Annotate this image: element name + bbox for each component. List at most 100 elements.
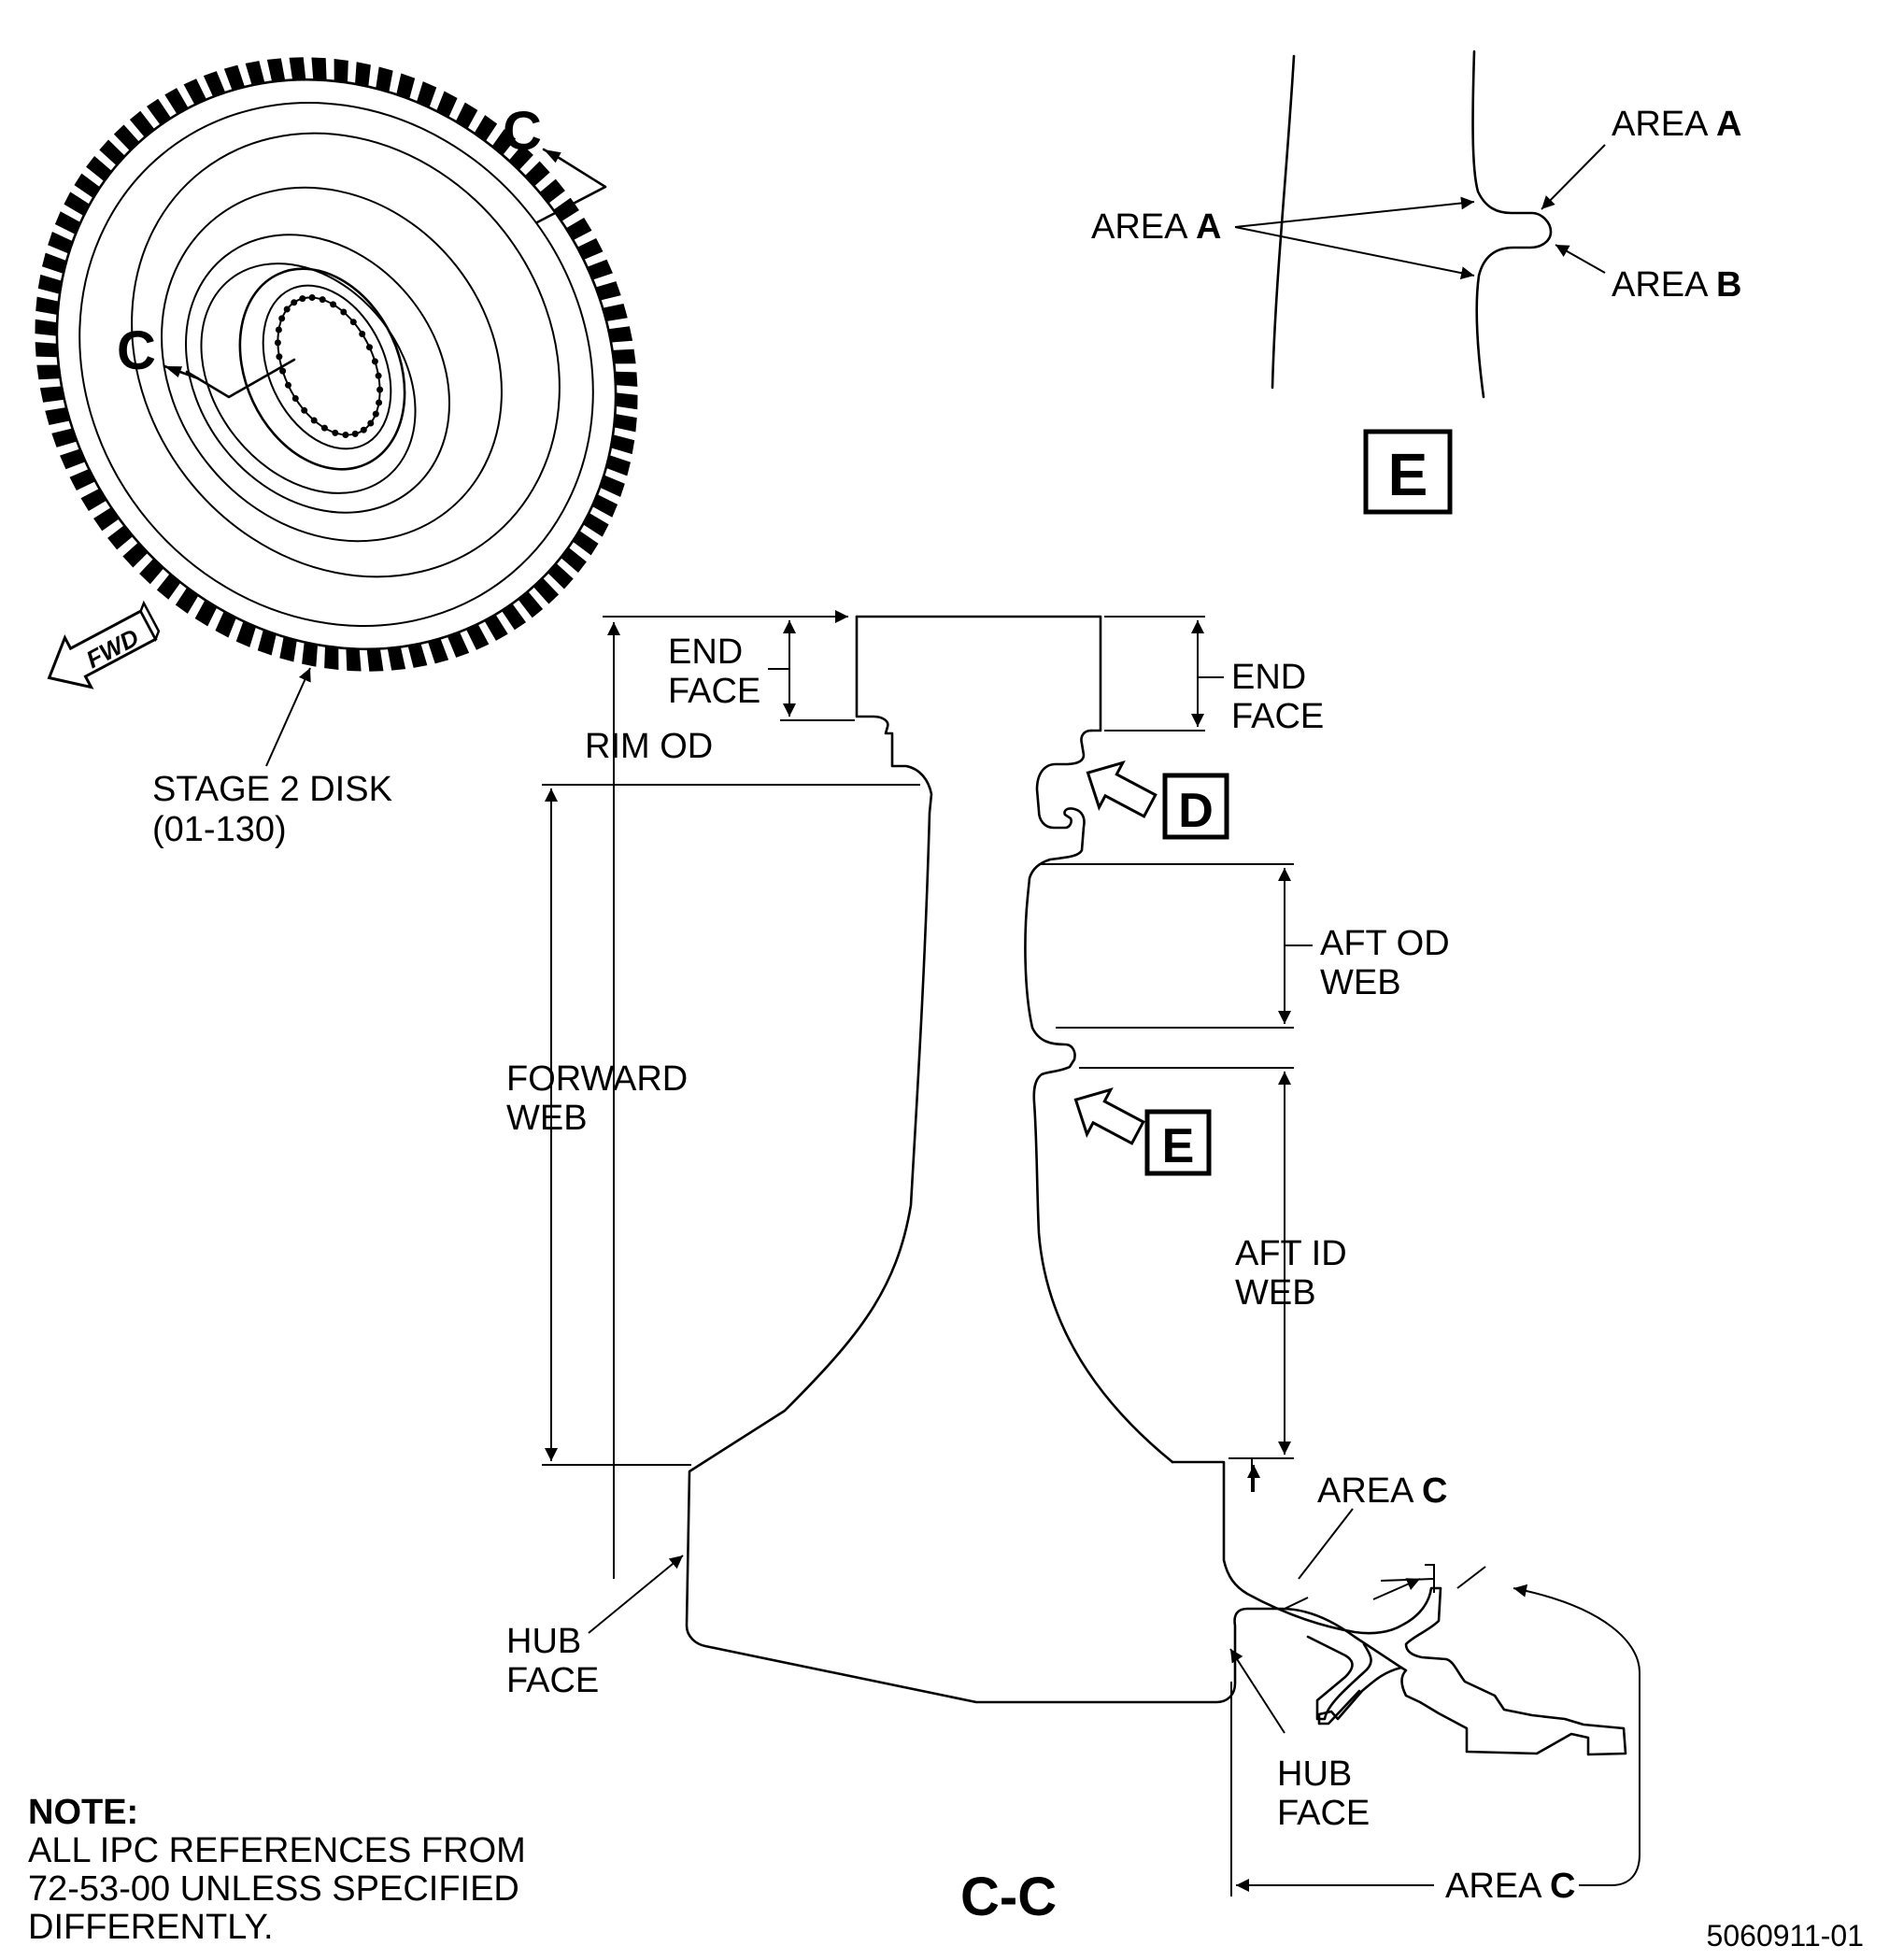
- spline-tooth: [351, 430, 359, 437]
- spline-tooth: [342, 432, 349, 438]
- note-line-3: DIFFERENTLY.: [28, 1908, 274, 1947]
- detail-e: AREA A AREA A AREA B E: [1091, 50, 1741, 515]
- note-block: NOTE: ALL IPC REFERENCES FROM 72-53-00 U…: [28, 1794, 526, 1947]
- spline-tooth: [349, 319, 357, 326]
- area-c-lower-label: AREA C: [1445, 1867, 1575, 1906]
- disk-tooth: [614, 392, 638, 410]
- disk-tooth: [346, 647, 362, 672]
- spline-tooth: [301, 406, 308, 414]
- disk-tooth: [245, 61, 265, 87]
- part-callout: STAGE 2 DISK (01-130): [152, 667, 392, 849]
- disk-tooth: [604, 454, 631, 476]
- view-arrow-d: [1086, 760, 1158, 818]
- view-d-label: D: [1178, 784, 1214, 838]
- hub-face-fwd-line1: HUB: [506, 1622, 581, 1661]
- hub-face-aft-line2: FACE: [1277, 1794, 1370, 1833]
- spline-tooth: [375, 372, 382, 379]
- disk-tooth: [387, 646, 406, 671]
- disk-tooth: [524, 161, 550, 188]
- disk-tooth: [36, 364, 62, 380]
- detail-e-area-a-top: AREA A: [1612, 105, 1741, 144]
- part-label-line2: (01-130): [152, 810, 287, 849]
- disk-tooth: [613, 413, 637, 433]
- end-face-fwd-line1: END: [668, 632, 743, 672]
- disk-tooth: [609, 433, 635, 455]
- note-line-1: ALL IPC REFERENCES FROM: [28, 1831, 526, 1870]
- section-cut-c-top-label: C: [503, 101, 542, 162]
- spline-tooth: [291, 299, 298, 306]
- stage-2-disk-isometric: [35, 57, 638, 672]
- disk-tooth: [266, 58, 286, 83]
- disk-tooth: [334, 58, 348, 84]
- forward-web-line2: WEB: [506, 1099, 588, 1138]
- view-e-label: E: [1162, 1119, 1195, 1173]
- disk-tooth: [122, 541, 149, 568]
- end-face-fwd-line2: FACE: [668, 672, 760, 711]
- spline-tooth: [276, 353, 283, 361]
- spline-tooth: [340, 308, 348, 316]
- spline-tooth: [279, 367, 287, 375]
- disk-tooth: [42, 252, 68, 275]
- section-cut-c-upper: C: [503, 101, 607, 224]
- area-c-upper-label: AREA C: [1317, 1471, 1447, 1511]
- disk-tooth: [407, 642, 428, 668]
- disk-tooth: [354, 62, 371, 88]
- disk-tooth: [289, 57, 306, 81]
- spline-tooth: [332, 429, 339, 436]
- spline-tooth: [360, 426, 367, 433]
- figure-id: 5060911-01: [1707, 1919, 1864, 1953]
- disk-tooth: [139, 558, 164, 585]
- spline-tooth: [319, 296, 326, 304]
- spline-tooth: [320, 424, 328, 432]
- detail-e-title: E: [1388, 441, 1428, 508]
- spline-tooth: [359, 331, 366, 337]
- disk-tooth: [35, 342, 59, 358]
- disk-tooth: [311, 57, 327, 81]
- disk-tooth: [427, 637, 449, 664]
- note-heading: NOTE:: [28, 1793, 139, 1832]
- detail-e-area-a-left: AREA A: [1091, 207, 1221, 247]
- spline-tooth: [278, 315, 286, 322]
- detail-e-area-b: AREA B: [1612, 265, 1741, 305]
- spline-tooth: [299, 295, 306, 303]
- spline-tooth: [330, 301, 337, 308]
- end-face-aft-line2: FACE: [1231, 697, 1324, 736]
- disk-tooth: [36, 296, 60, 316]
- hub-face-fwd-line2: FACE: [506, 1661, 599, 1700]
- section-cut-c-lower: C: [117, 320, 296, 399]
- disk-tooth: [223, 64, 246, 92]
- spline-tooth: [376, 399, 383, 406]
- view-arrow-e: [1073, 1087, 1145, 1145]
- spline-tooth: [372, 410, 379, 418]
- spline-tooth: [285, 381, 291, 389]
- disk-tooth: [324, 645, 339, 671]
- rim-od-label: RIM OD: [585, 727, 713, 766]
- disk-tooth: [614, 371, 638, 387]
- aft-id-web-line1: AFT ID: [1235, 1234, 1347, 1273]
- section-c-c: D E END FACE RIM OD END FACE FORWARD WEB…: [506, 610, 1640, 1927]
- disk-tooth: [35, 319, 59, 336]
- spline-tooth: [310, 417, 318, 424]
- spline-tooth: [283, 305, 291, 313]
- spline-tooth: [291, 395, 299, 402]
- spline-tooth: [275, 326, 282, 334]
- disk-tooth: [611, 348, 636, 364]
- fwd-arrow: FWD: [47, 600, 161, 689]
- spline-tooth: [367, 419, 375, 427]
- disk-tooth: [366, 647, 384, 672]
- disk-tooth: [39, 386, 65, 403]
- section-title: C-C: [960, 1867, 1057, 1927]
- spline-tooth: [376, 386, 384, 393]
- note-line-2: 72-53-00 UNLESS SPECIFIED: [28, 1869, 519, 1909]
- aft-id-web-line2: WEB: [1235, 1273, 1316, 1313]
- spline-tooth: [274, 339, 281, 347]
- disk-tooth: [37, 274, 64, 295]
- hub-spline: [274, 294, 384, 438]
- section-cut-c-bottom-label: C: [117, 320, 156, 381]
- disk-tooth: [607, 326, 633, 343]
- spline-tooth: [366, 344, 373, 351]
- part-label-line1: STAGE 2 DISK: [152, 770, 392, 809]
- spline-tooth: [308, 294, 316, 301]
- aft-od-web-line2: WEB: [1320, 963, 1401, 1002]
